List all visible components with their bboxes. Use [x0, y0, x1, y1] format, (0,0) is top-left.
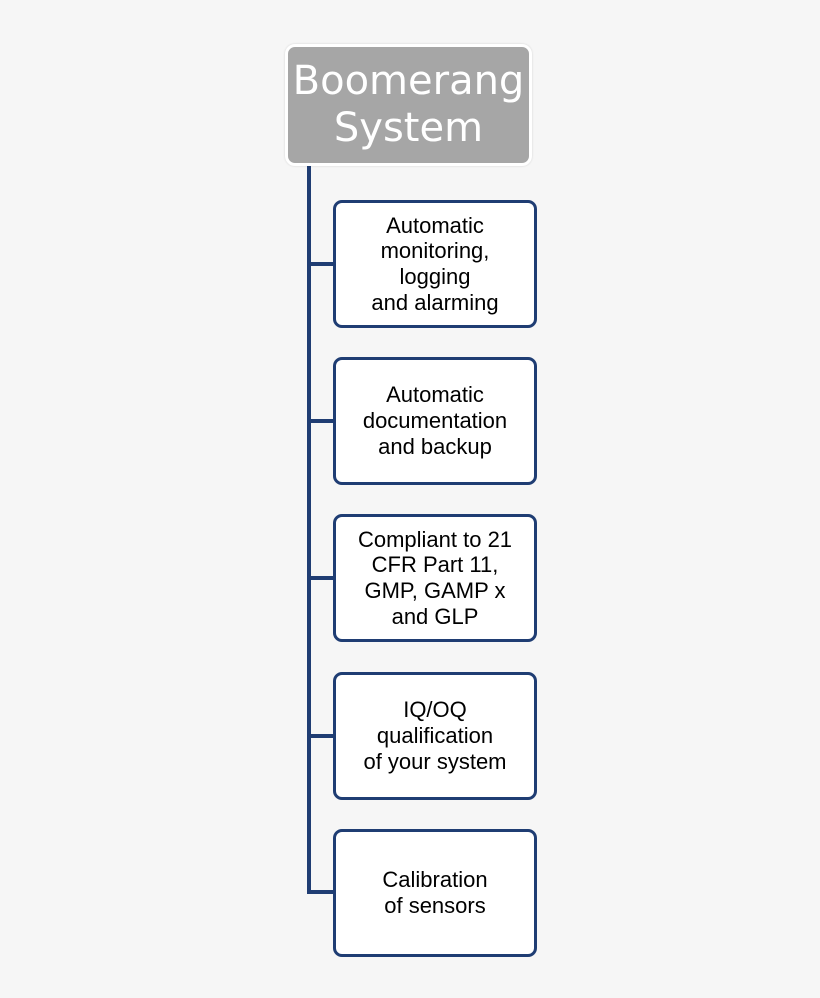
item-node-calibration: Calibration of sensors [333, 829, 537, 957]
root-node-line-1: Boomerang [292, 57, 525, 104]
item-node-text-line: IQ/OQ [403, 697, 467, 723]
item-node-text-line: and backup [378, 433, 492, 459]
item-node-text-line: Automatic [386, 382, 484, 408]
item-node-text-line: CFR Part 11, [371, 552, 499, 578]
item-node-text-line: GMP, GAMP x [364, 578, 506, 603]
item-node-text-line: and GLP [391, 603, 479, 629]
item-node-text-line: Calibration [382, 867, 488, 893]
item-node-text-line: Compliant to 21 [357, 526, 513, 552]
item-node-text-line: monitoring, [380, 238, 490, 264]
item-node-text-line: and alarming [371, 289, 499, 315]
item-node-qualification: IQ/OQ qualification of your system [333, 672, 537, 800]
item-node-text-line: documentation [362, 408, 508, 434]
root-node-line-2: System [333, 105, 484, 151]
item-node-documentation: Automatic documentation and backup [333, 357, 537, 485]
item-node-text-line: logging [399, 264, 471, 289]
item-node-compliance: Compliant to 21 CFR Part 11, GMP, GAMP x… [333, 514, 537, 642]
item-node-text-line: Automatic [386, 212, 484, 238]
item-node-text-line: of sensors [384, 893, 486, 918]
item-node-text-line: of your system [363, 748, 507, 774]
root-node-boomerang-system: Boomerang System [285, 44, 532, 166]
item-node-text-line: qualification [376, 723, 494, 749]
item-node-monitoring: Automatic monitoring, logging and alarmi… [333, 200, 537, 328]
